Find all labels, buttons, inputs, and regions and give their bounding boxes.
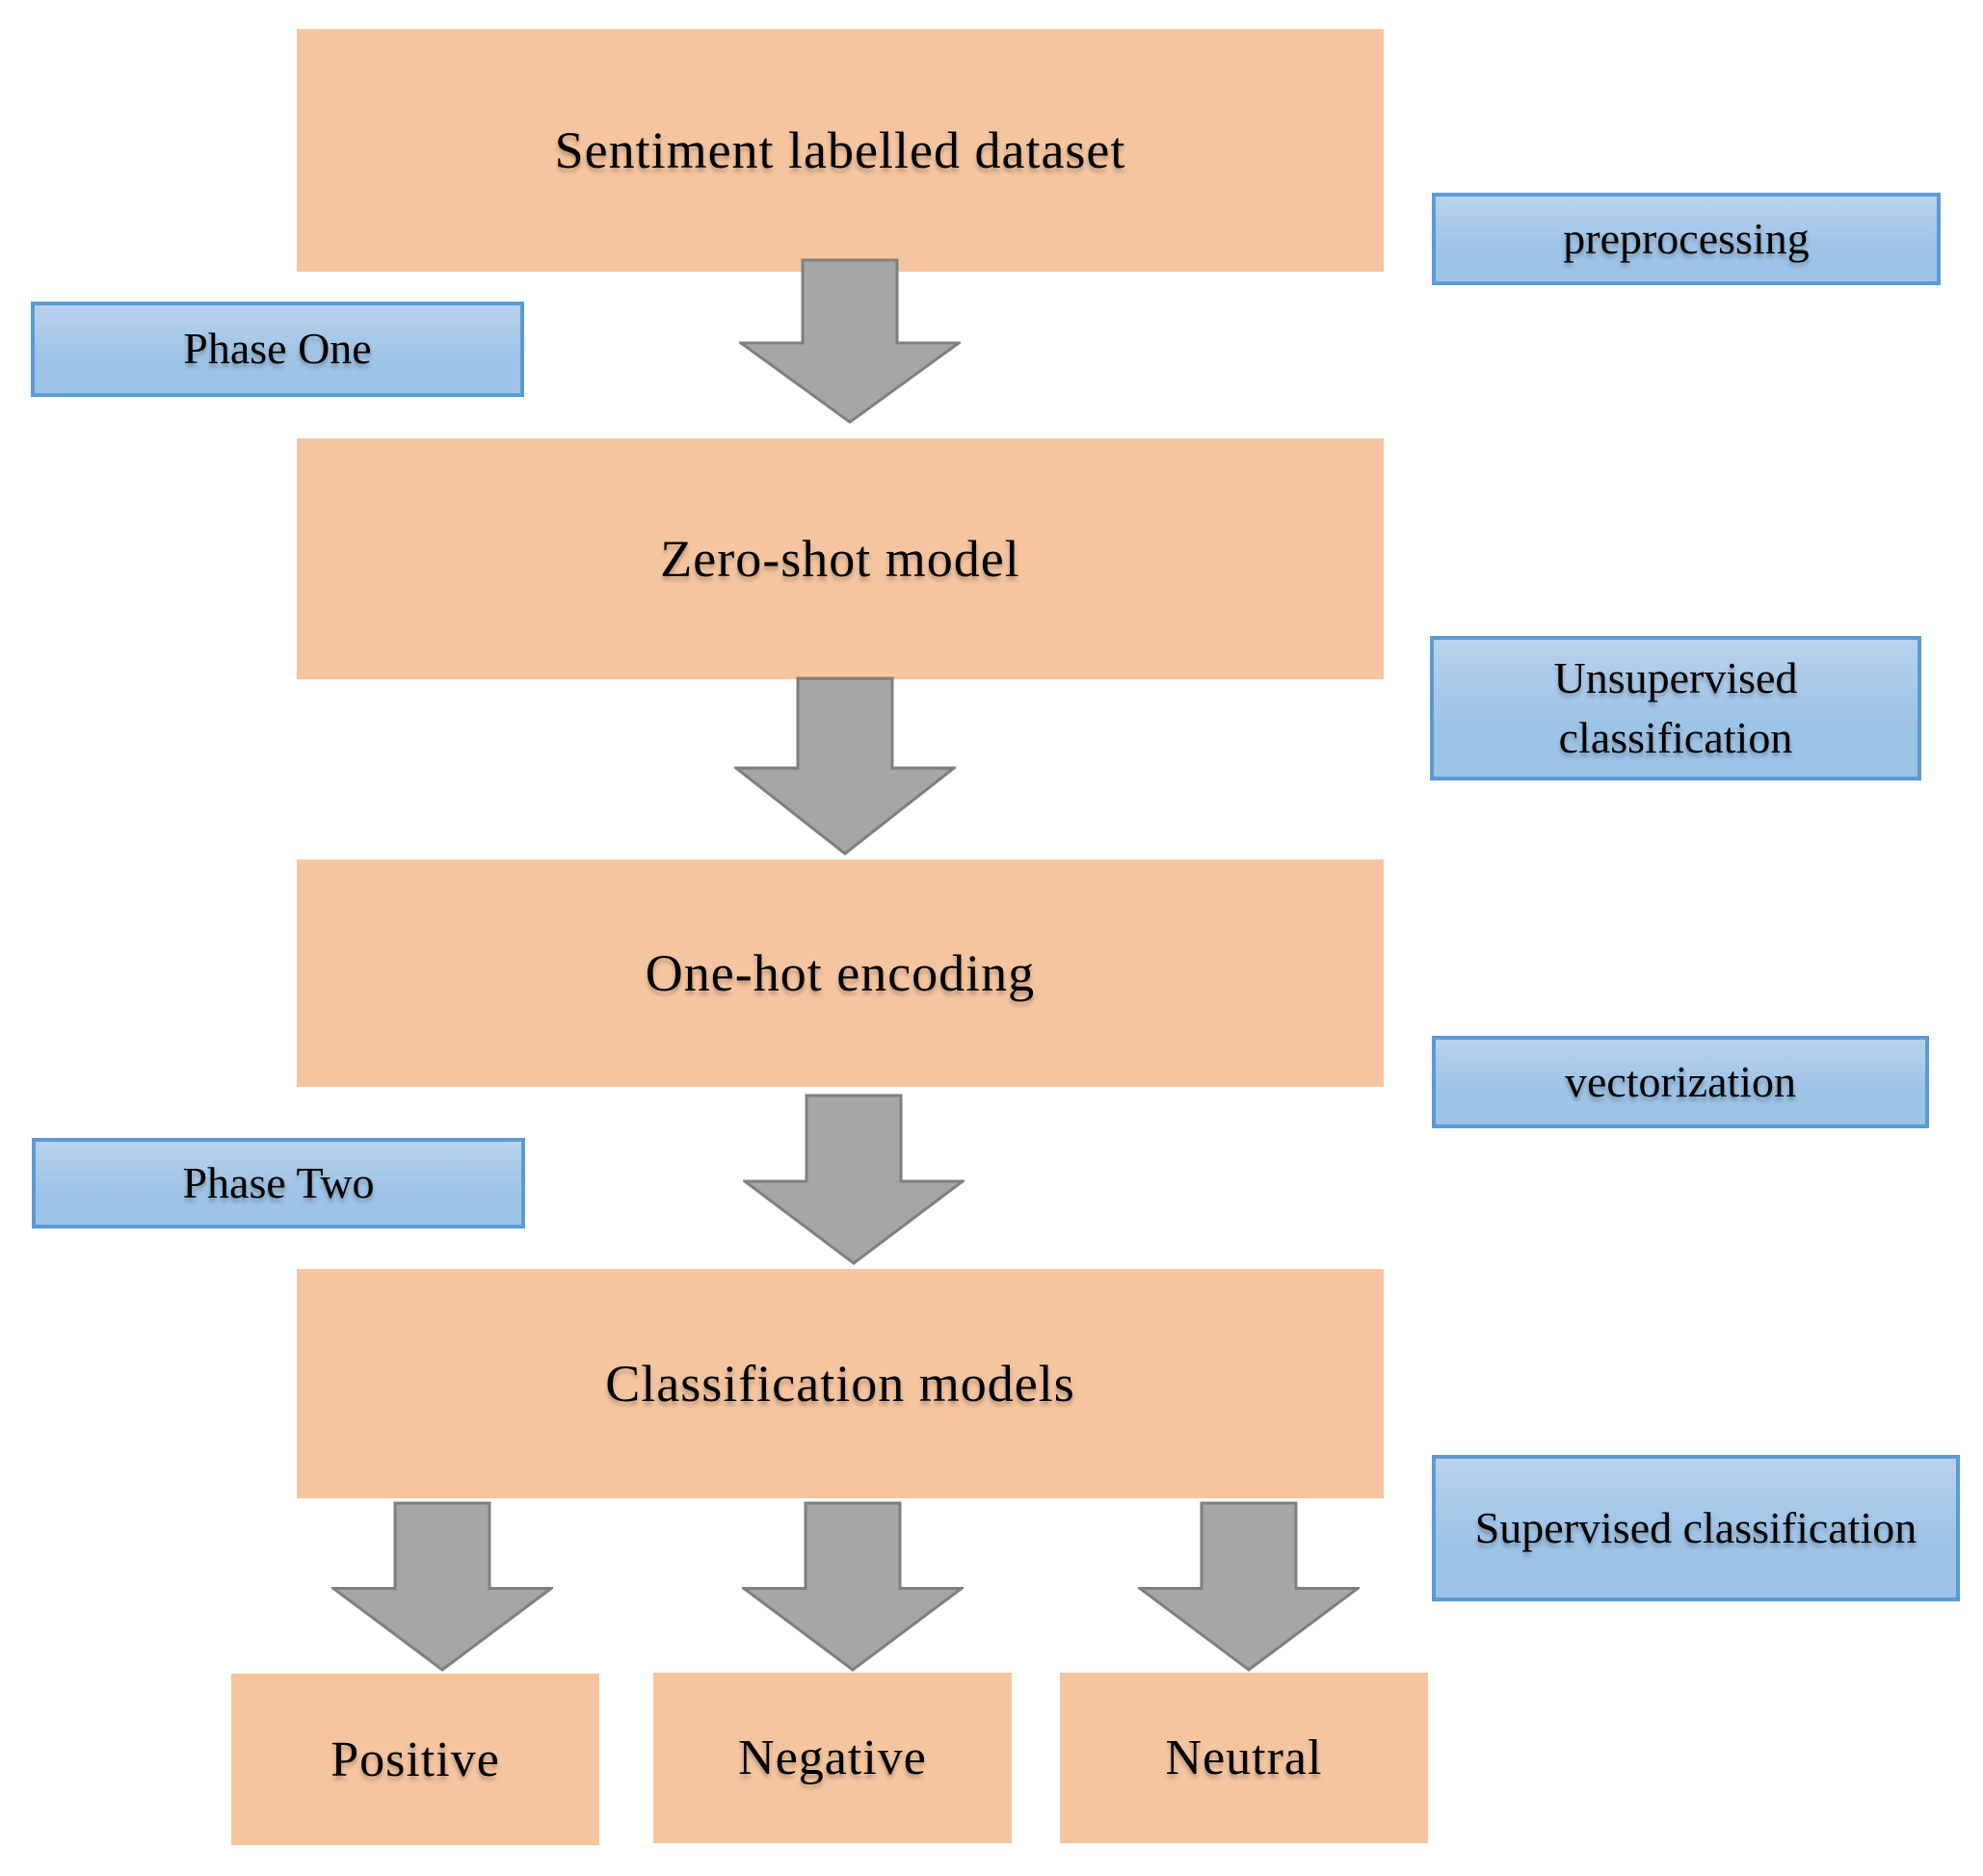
connector-models-to-negative — [742, 1501, 964, 1672]
down-arrow-icon — [743, 1094, 965, 1265]
stage-label-text: vectorization — [1564, 1056, 1797, 1106]
node-classification-models: Classification models — [297, 1269, 1384, 1498]
phase-label-one: Phase One — [31, 302, 524, 397]
node-one-hot-encoding: One-hot encoding — [297, 859, 1384, 1087]
phase-label-two: Phase Two — [32, 1138, 525, 1229]
stage-label-preprocessing: preprocessing — [1432, 193, 1941, 285]
node-label: Zero-shot model — [660, 530, 1020, 588]
stage-label-text: Unsupervised classification — [1553, 652, 1798, 762]
phase-label-text: Phase Two — [182, 1157, 375, 1207]
node-negative: Negative — [653, 1673, 1012, 1843]
stage-label-unsupervised-classification: Unsupervised classification — [1430, 636, 1921, 780]
node-label: Classification models — [605, 1355, 1075, 1413]
connector-dataset-to-zeroshot — [739, 258, 961, 424]
down-arrow-icon — [331, 1501, 553, 1672]
stage-label-supervised-classification: Supervised classification — [1432, 1455, 1960, 1601]
connector-models-to-positive — [331, 1501, 553, 1672]
down-arrow-icon — [1138, 1501, 1360, 1672]
stage-label-vectorization: vectorization — [1432, 1036, 1929, 1128]
connector-models-to-neutral — [1138, 1501, 1360, 1672]
down-arrow-icon — [734, 676, 956, 856]
node-label: Sentiment labelled dataset — [554, 121, 1126, 179]
node-label: Neutral — [1165, 1731, 1323, 1785]
node-label: Positive — [330, 1731, 500, 1787]
phase-label-text: Phase One — [183, 324, 372, 374]
node-label: Negative — [738, 1731, 927, 1785]
node-positive: Positive — [231, 1674, 599, 1845]
connector-zeroshot-to-onehot — [734, 676, 956, 856]
node-sentiment-labelled-dataset: Sentiment labelled dataset — [297, 29, 1384, 272]
node-neutral: Neutral — [1060, 1673, 1428, 1843]
down-arrow-icon — [739, 258, 961, 424]
down-arrow-icon — [742, 1501, 964, 1672]
stage-label-text: Supervised classification — [1474, 1502, 1917, 1552]
connector-onehot-to-models — [743, 1094, 965, 1265]
node-label: One-hot encoding — [645, 944, 1036, 1002]
stage-label-text: preprocessing — [1563, 213, 1810, 263]
node-zero-shot-model: Zero-shot model — [297, 438, 1384, 679]
